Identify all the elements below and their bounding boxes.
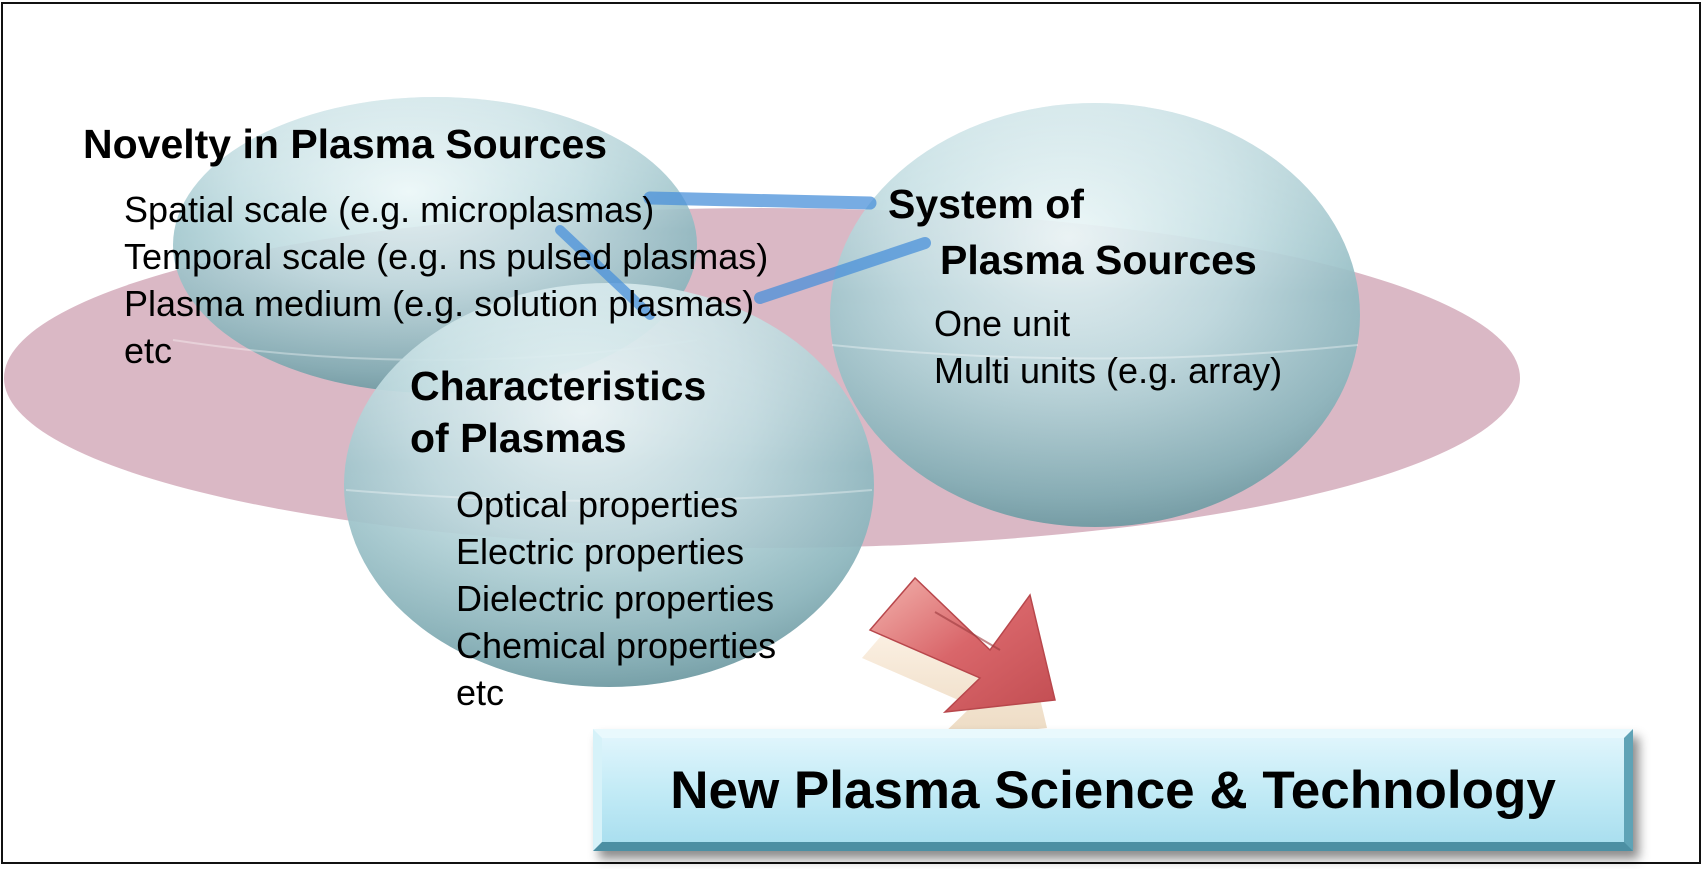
connector-lines — [555, 191, 931, 320]
characteristics-title-line1: Characteristics — [410, 363, 707, 409]
novelty-list: Spatial scale (e.g. microplasmas) Tempor… — [124, 186, 768, 374]
characteristics-item: Chemical properties — [456, 625, 777, 666]
novelty-item: Temporal scale (e.g. ns pulsed plasmas) — [124, 236, 769, 277]
system-list: One unit Multi units (e.g. array) — [934, 300, 1282, 394]
characteristics-item: Dielectric properties — [456, 578, 775, 619]
system-title-line2: Plasma Sources — [940, 237, 1257, 283]
system-sphere — [830, 103, 1360, 527]
system-item: Multi units (e.g. array) — [934, 350, 1283, 391]
connector-system-characteristics — [754, 237, 931, 304]
novelty-item: etc — [124, 330, 173, 371]
connector-novelty-characteristics — [555, 225, 655, 320]
result-box: New Plasma Science & Technology — [593, 729, 1633, 851]
characteristics-item: Optical properties — [456, 484, 739, 525]
system-item: One unit — [934, 303, 1071, 344]
result-label: New Plasma Science & Technology — [670, 760, 1556, 820]
system-title-line1: System of — [888, 181, 1084, 227]
characteristics-sphere — [344, 283, 874, 687]
arrow-icon — [862, 576, 1056, 740]
connector-novelty-system — [643, 191, 877, 210]
novelty-item: Spatial scale (e.g. microplasmas) — [124, 189, 655, 230]
novelty-title: Novelty in Plasma Sources — [83, 121, 608, 167]
characteristics-list: Optical properties Electric properties D… — [456, 481, 776, 716]
novelty-item: Plasma medium (e.g. solution plasmas) — [124, 283, 755, 324]
characteristics-title-line2: of Plasmas — [410, 415, 627, 461]
characteristics-item: Electric properties — [456, 531, 745, 572]
characteristics-item: etc — [456, 672, 505, 713]
